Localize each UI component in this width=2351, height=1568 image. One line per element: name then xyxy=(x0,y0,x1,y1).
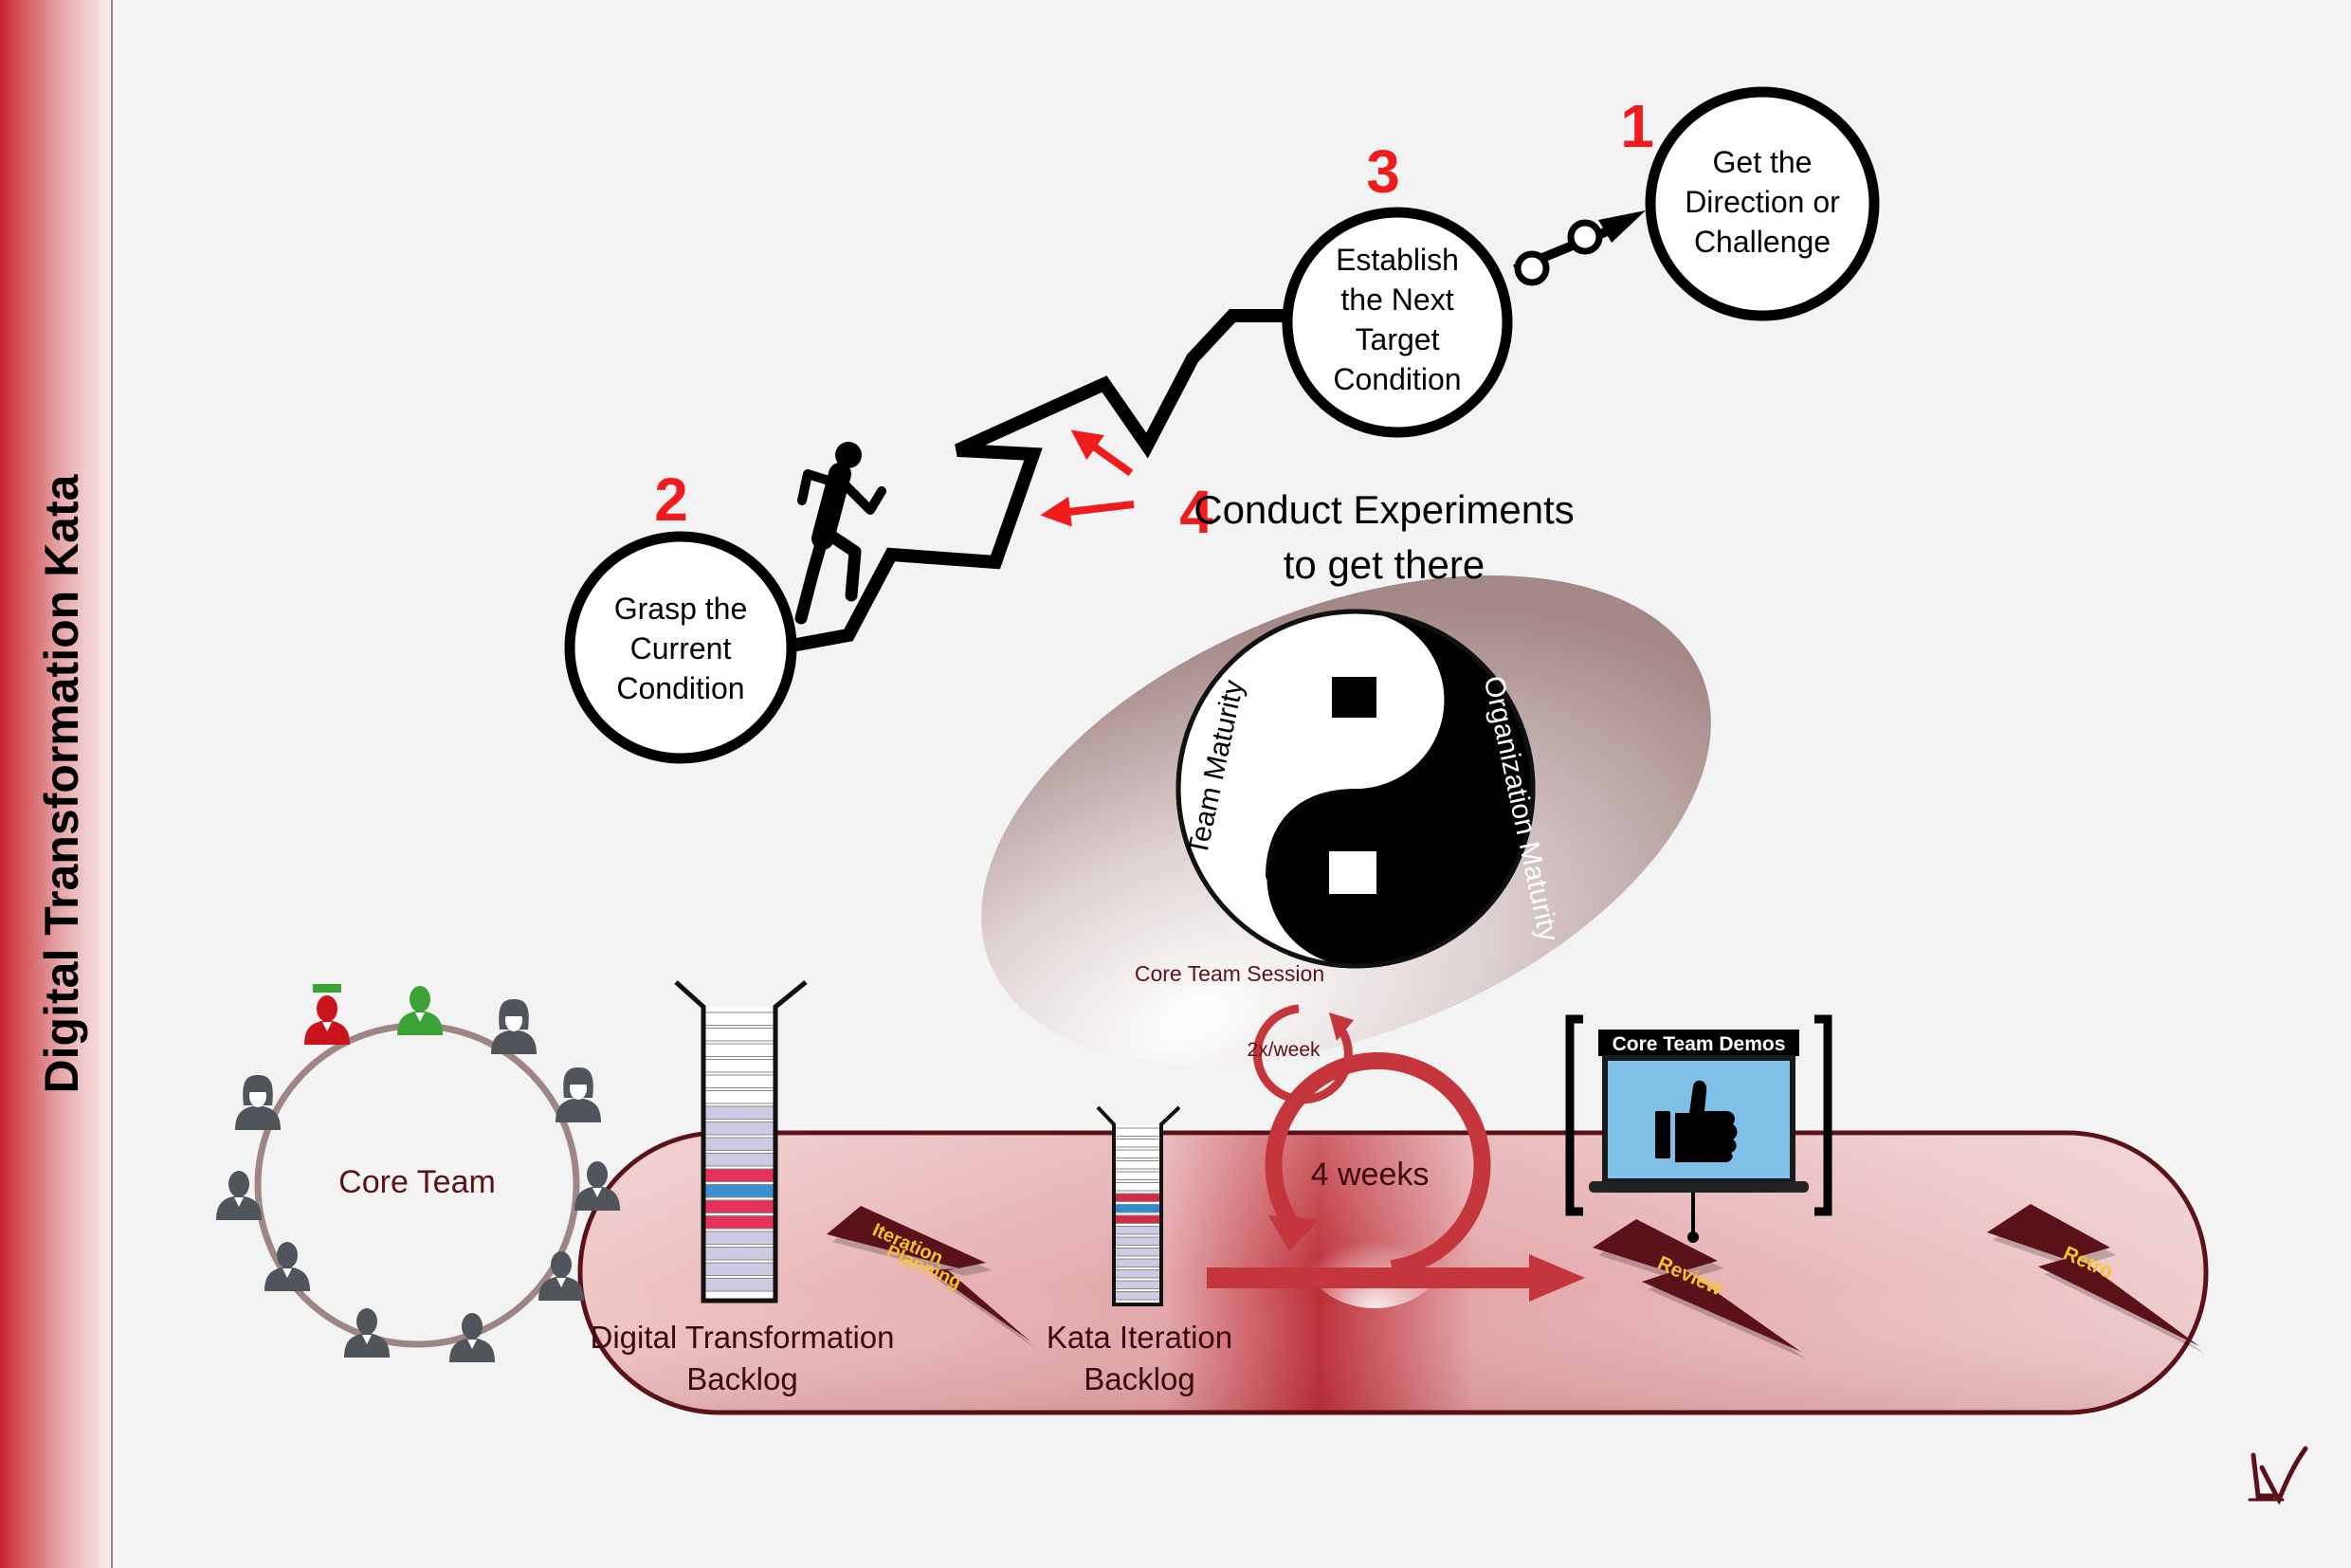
step-4-number: 4 xyxy=(1179,478,1213,546)
backlog-item xyxy=(1113,1258,1162,1267)
person-red-icon xyxy=(304,995,350,1045)
experiment-arrows xyxy=(1040,429,1135,527)
backlog-item xyxy=(702,1215,776,1230)
kata-backlog-label-1: Kata Iteration xyxy=(1047,1320,1232,1355)
retro-event: Retro xyxy=(1987,1204,2205,1354)
backlog-item xyxy=(1113,1127,1162,1137)
kata-backlog-stack xyxy=(1096,1105,1181,1306)
backlog-item xyxy=(1113,1182,1162,1192)
backlog-item xyxy=(1113,1160,1162,1170)
sidebar-title: Digital Transformation Kata xyxy=(35,473,88,1093)
runner-icon xyxy=(794,442,886,625)
cycle-label: 4 weeks xyxy=(1311,1157,1430,1193)
step-3-text-1: Establish xyxy=(1336,243,1459,277)
backlog-item xyxy=(1113,1139,1162,1148)
step-3-text-4: Condition xyxy=(1333,362,1461,396)
step-4-text-1: Conduct Experiments xyxy=(1194,487,1575,532)
backlog-item xyxy=(1113,1193,1162,1202)
digital-backlog-label-1: Digital Transformation xyxy=(591,1320,895,1355)
signature-logo xyxy=(2248,1446,2308,1505)
person-icon xyxy=(235,1075,281,1130)
review-event: Review xyxy=(1593,1219,1807,1359)
digital-backlog-label-2: Backlog xyxy=(686,1361,797,1396)
backlog-item xyxy=(702,1199,776,1213)
digital-backlog-stack xyxy=(674,980,808,1304)
chain-connector xyxy=(1513,210,1646,286)
backlog-item xyxy=(1113,1171,1162,1180)
step-2-text-1: Grasp the xyxy=(614,592,748,626)
step-2-number: 2 xyxy=(654,465,688,534)
step-1-text-1: Get the xyxy=(1713,145,1813,179)
backlog-item xyxy=(702,1278,776,1292)
person-green-icon xyxy=(397,986,443,1035)
step-1-number: 1 xyxy=(1620,92,1654,160)
backlog-item xyxy=(702,1137,776,1151)
person-icon xyxy=(491,999,537,1054)
step-4-text-2: to get there xyxy=(1284,542,1485,587)
backlog-item xyxy=(702,1074,776,1088)
backlog-item xyxy=(702,1247,776,1261)
backlog-item xyxy=(702,1184,776,1198)
team-members xyxy=(216,984,620,1362)
backlog-item xyxy=(1113,1280,1162,1289)
step-2-text-3: Condition xyxy=(616,671,744,705)
backlog-item xyxy=(702,1105,776,1120)
step-1-text-2: Direction or xyxy=(1685,185,1840,219)
backlog-item xyxy=(702,1028,776,1042)
backlog-item xyxy=(1113,1149,1162,1158)
backlog-item xyxy=(702,1012,776,1026)
demos-projector xyxy=(1565,1014,1832,1243)
session-frequency: 2x/week xyxy=(1247,1039,1321,1061)
step-2-text-2: Current xyxy=(630,631,732,665)
step-1-text-3: Challenge xyxy=(1694,225,1831,259)
sidebar xyxy=(0,0,112,1568)
step-3-number: 3 xyxy=(1366,137,1400,206)
step-1-circle: Get the Direction or Challenge xyxy=(1645,86,1880,321)
backlog-item xyxy=(702,1262,776,1276)
backlog-item xyxy=(1113,1204,1162,1213)
step-3-text-3: Target xyxy=(1356,322,1440,356)
step-3-circle: Establish the Next Target Condition xyxy=(1282,207,1513,438)
backlog-item xyxy=(702,1059,776,1073)
kata-backlog-label-2: Backlog xyxy=(1084,1361,1194,1396)
staircase-path xyxy=(790,309,1299,652)
backlog-item xyxy=(702,1043,776,1057)
core-team-label: Core Team xyxy=(338,1164,496,1200)
backlog-item xyxy=(702,1090,776,1104)
step-3-text-2: the Next xyxy=(1340,283,1453,317)
backlog-item xyxy=(702,1153,776,1167)
backlog-item xyxy=(1113,1269,1162,1279)
backlog-item xyxy=(702,1231,776,1245)
backlog-item xyxy=(1113,1226,1162,1235)
step-2-circle: Grasp the Current Condition xyxy=(564,531,797,764)
demos-label: Core Team Demos xyxy=(1613,1033,1786,1055)
backlog-item xyxy=(1113,1248,1162,1257)
backlog-item xyxy=(1113,1214,1162,1224)
backlog-item xyxy=(1113,1291,1162,1301)
backlog-item xyxy=(1113,1236,1162,1246)
person-icon xyxy=(556,1067,601,1122)
four-week-loop xyxy=(1207,1052,1585,1308)
session-title: Core Team Session xyxy=(1135,961,1324,986)
backlog-item xyxy=(702,1121,776,1136)
backlog-item xyxy=(702,1168,776,1182)
thumbs-up-icon xyxy=(1655,1080,1738,1162)
